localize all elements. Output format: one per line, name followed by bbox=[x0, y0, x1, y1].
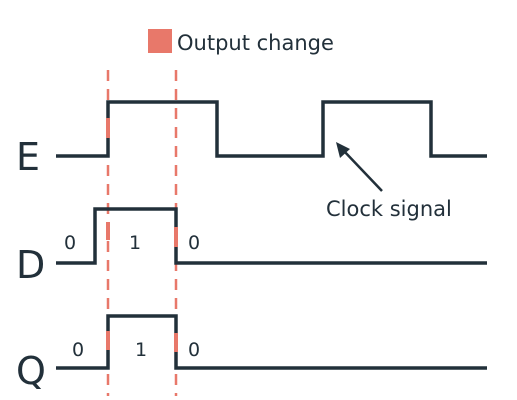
signal-q: Q 0 1 0 bbox=[16, 314, 487, 393]
clock-signal-arrowhead-icon bbox=[336, 142, 350, 158]
signal-d-label: D bbox=[16, 243, 45, 287]
clock-signal-arrow-shaft bbox=[342, 149, 383, 192]
signal-q-value-2: 1 bbox=[135, 339, 147, 361]
signal-d-value-3: 0 bbox=[188, 232, 200, 254]
signal-q-value-1: 0 bbox=[72, 339, 84, 361]
legend-swatch bbox=[148, 29, 172, 53]
clock-signal-label: Clock signal bbox=[326, 197, 452, 221]
signal-d-waveform bbox=[56, 207, 487, 265]
signal-q-label: Q bbox=[16, 349, 46, 393]
signal-q-value-3: 0 bbox=[188, 339, 200, 361]
signal-q-waveform bbox=[56, 314, 487, 370]
signal-e-label: E bbox=[16, 135, 40, 179]
legend-label: Output change bbox=[177, 31, 334, 55]
signal-d-value-1: 0 bbox=[64, 232, 76, 254]
signal-e: E bbox=[16, 100, 487, 179]
signal-d: D 0 1 0 bbox=[16, 207, 487, 287]
signal-e-waveform bbox=[56, 100, 487, 158]
clock-signal-annotation: Clock signal bbox=[326, 142, 452, 221]
signal-d-value-2: 1 bbox=[129, 232, 141, 254]
legend: Output change bbox=[148, 29, 334, 55]
